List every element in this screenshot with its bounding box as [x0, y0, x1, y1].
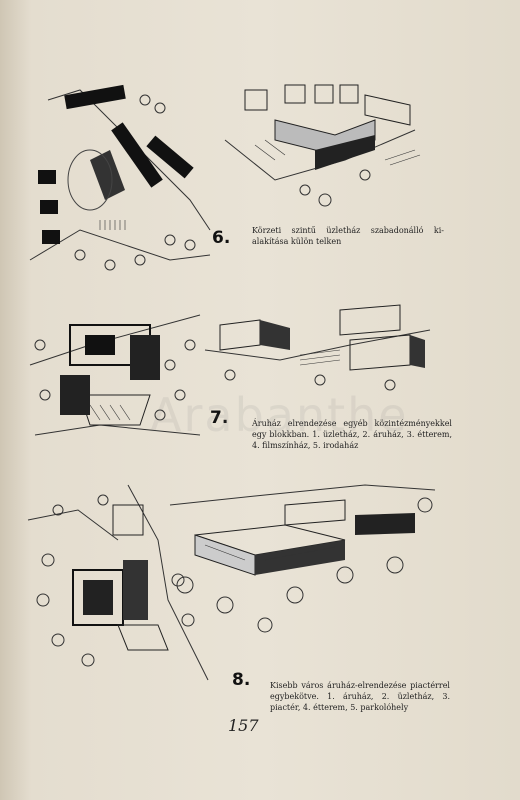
figure-6-number: 6. — [212, 228, 231, 248]
figure-8-caption: Kisebb város áruház-elrendezése piac­tér… — [270, 681, 450, 712]
figure-8-perspective — [165, 475, 445, 645]
page-number: 157 — [228, 716, 259, 735]
figure-6-site-plan — [20, 80, 215, 280]
figure-7-site-plan — [20, 305, 210, 465]
figure-6-caption: Körzeti szintű üzletház szabadonálló ki­… — [252, 226, 444, 246]
figure-7-perspective — [200, 300, 440, 400]
figure-7-number: 7. — [210, 408, 229, 428]
figure-8-number: 8. — [232, 670, 251, 690]
figure-7-caption: Áruház elrendezése egyéb közintézmé­nyek… — [252, 419, 452, 450]
figure-8-site-plan — [18, 480, 218, 690]
figure-6-perspective — [215, 80, 445, 220]
